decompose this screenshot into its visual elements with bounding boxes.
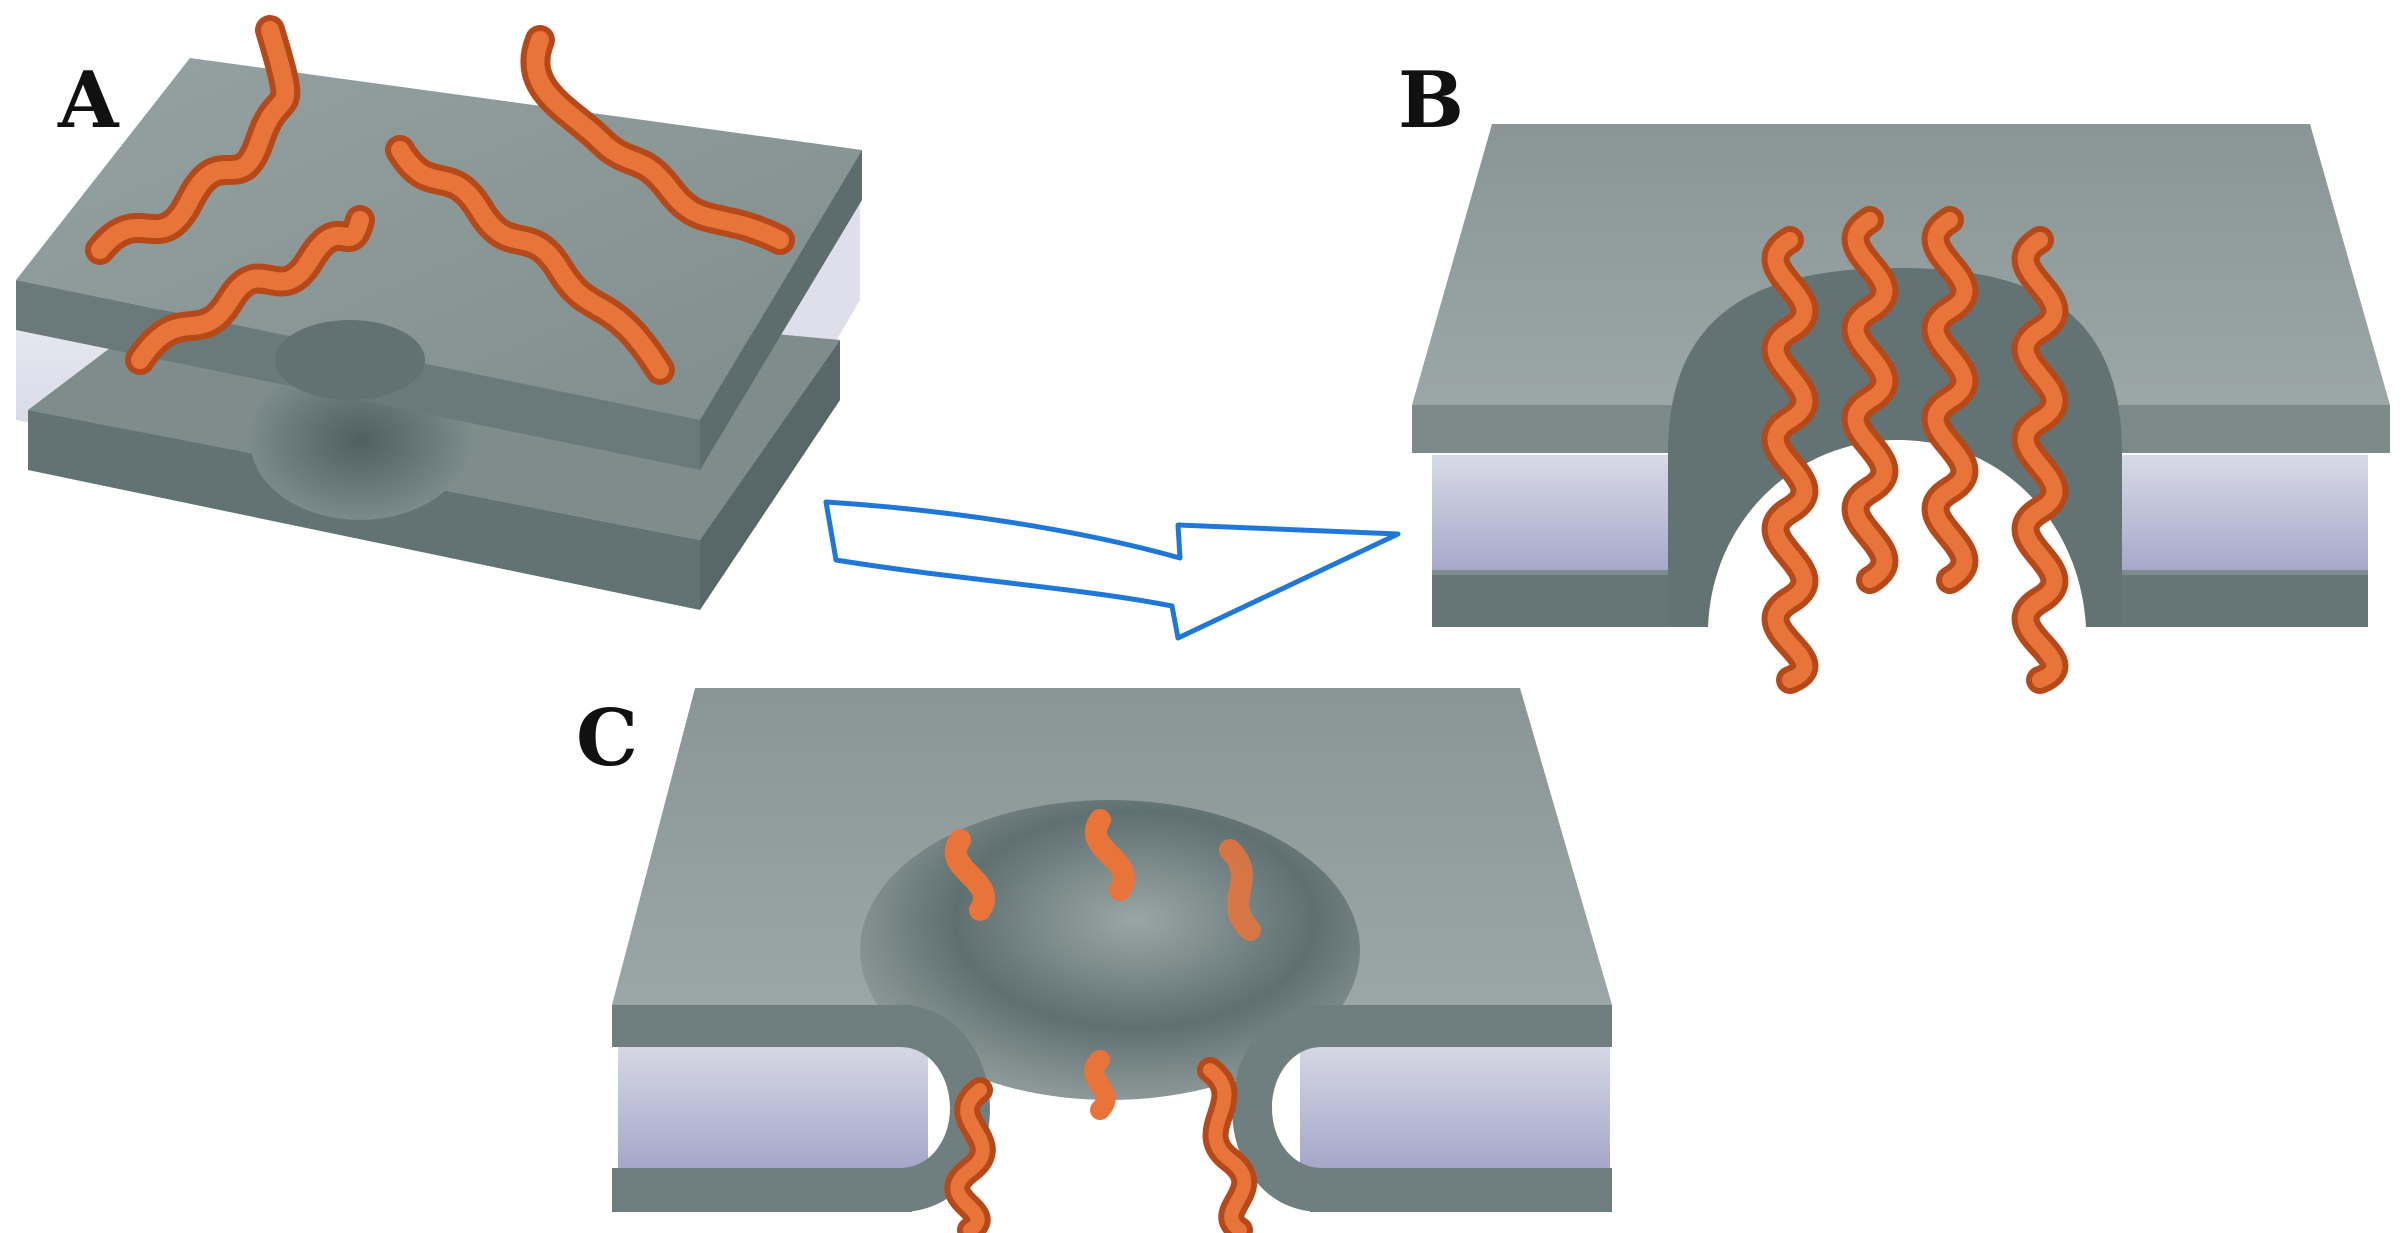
transition-arrow xyxy=(823,499,1401,641)
membrane-a-lower-leaflet-side xyxy=(700,340,840,610)
membrane-c-upper-leaflet-front-right xyxy=(1310,1005,1612,1047)
helix-c-6 xyxy=(1197,1057,1258,1233)
panel-label-a: A xyxy=(58,55,119,146)
helix-a-2 xyxy=(125,205,375,375)
membrane-a-pore-rim xyxy=(275,320,425,400)
panel-c-toroidal-pore xyxy=(612,688,1612,1233)
panel-b-barrel-stave-pore xyxy=(1412,124,2390,694)
membrane-c-torus-right xyxy=(1232,1005,1322,1212)
helix-c-4 xyxy=(944,1077,996,1233)
panel-a-membrane-surface xyxy=(16,15,862,610)
helix-a-1 xyxy=(85,15,301,265)
helix-c-5 xyxy=(1084,1050,1116,1120)
membrane-c-lower-leaflet-front-right xyxy=(1310,1168,1612,1212)
membrane-c-lower-leaflet-front-left xyxy=(612,1168,912,1212)
membrane-c-interior-left xyxy=(618,1040,928,1170)
panel-label-b: B xyxy=(1398,55,1464,146)
helix-a-4 xyxy=(520,25,795,255)
membrane-a-upper-leaflet-top xyxy=(16,58,862,420)
panel-label-c: C xyxy=(576,693,639,784)
helix-a-3 xyxy=(385,135,675,385)
helix-b-4 xyxy=(2011,226,2069,694)
helix-c-1 xyxy=(944,829,996,921)
helix-b-1 xyxy=(1761,226,1819,694)
helix-b-2 xyxy=(1841,206,1899,594)
membrane-a-upper-leaflet-side xyxy=(700,150,862,470)
membrane-b-upper-leaflet-top xyxy=(1412,124,2390,405)
membrane-c-interior-right xyxy=(1300,1040,1610,1170)
membrane-c-upper-leaflet-front-left xyxy=(612,1005,912,1047)
helix-c-3 xyxy=(1219,839,1261,941)
helix-c-2 xyxy=(1084,809,1136,901)
helix-b-3 xyxy=(1921,206,1979,594)
